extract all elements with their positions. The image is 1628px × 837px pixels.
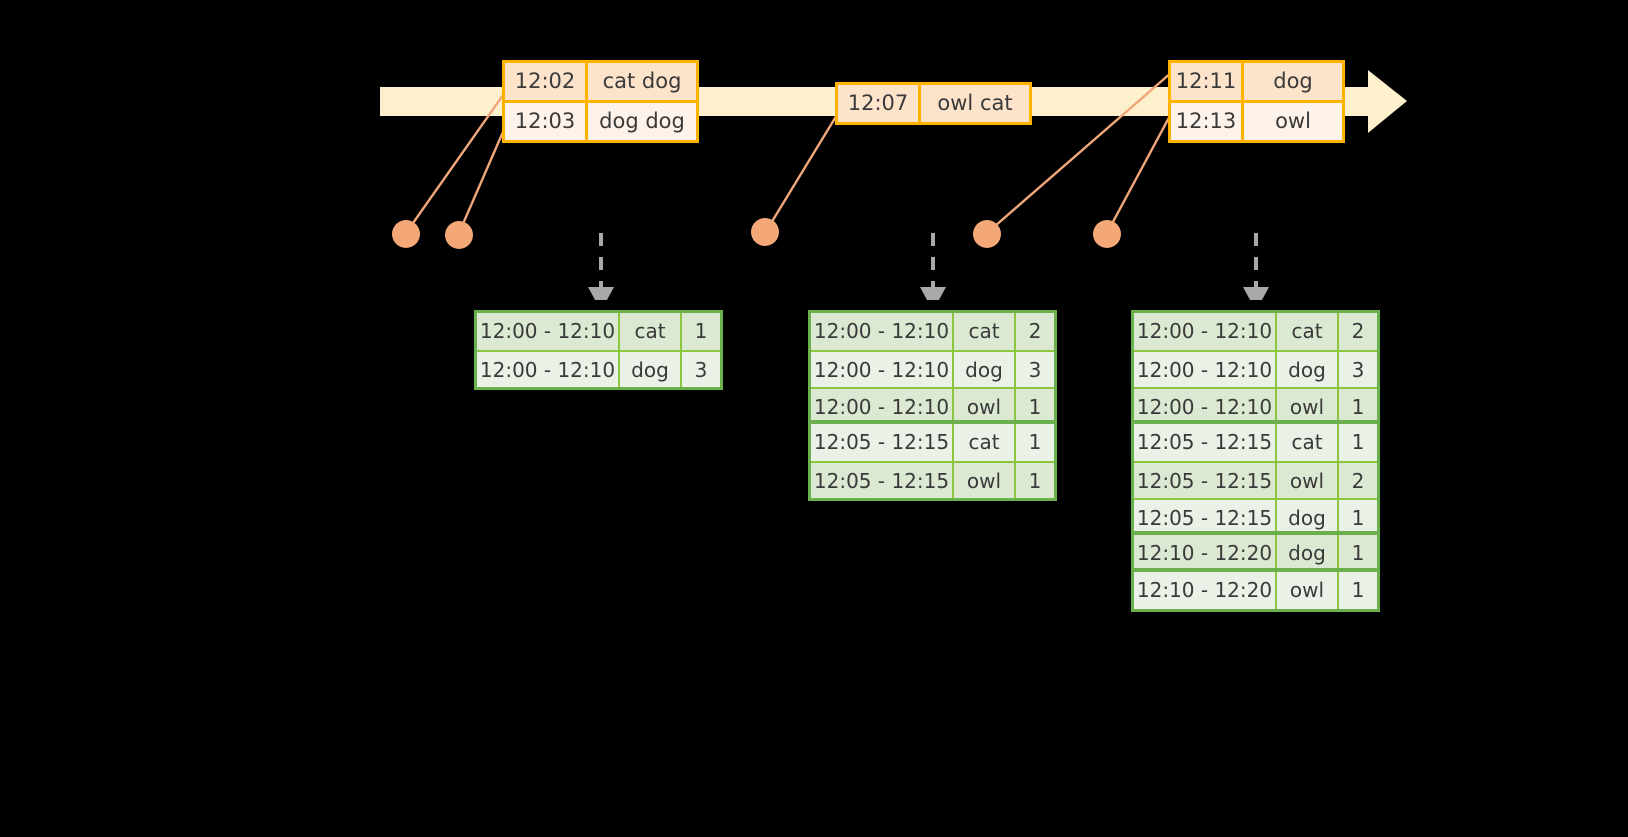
cell-window: 12:00 - 12:10 — [811, 352, 954, 387]
cell-count: 1 — [1028, 395, 1042, 419]
cell-key: cat — [954, 424, 1016, 461]
cell-window: 12:00 - 12:10 — [1134, 313, 1277, 350]
table-row[interactable]: 12:10 - 12:20 owl 1 — [1134, 572, 1377, 609]
cell-count: 1 — [1351, 578, 1365, 602]
cell-count: 1 — [1028, 469, 1042, 493]
cell-window: 12:05 - 12:15 — [811, 463, 954, 498]
cell-window: 12:00 - 12:10 — [811, 389, 954, 420]
event-dot-12-07 — [751, 218, 779, 246]
table-row[interactable]: 12:00 - 12:10 dog 3 — [1134, 350, 1377, 387]
event-row[interactable]: 12:11 dog — [1171, 63, 1342, 100]
event-row[interactable]: 12:07 owl cat — [838, 85, 1029, 122]
event-words: dog dog — [599, 109, 685, 133]
emit-arrowhead-3 — [1243, 287, 1269, 300]
emit-arrowhead-2 — [920, 287, 946, 300]
connector-12-07 — [763, 104, 845, 234]
cell-key: owl — [954, 389, 1016, 420]
table-row[interactable]: 12:05 - 12:15 cat 1 — [1134, 424, 1377, 461]
cell-key: owl — [954, 463, 1016, 498]
table-row[interactable]: 12:00 - 12:10 dog 3 — [477, 350, 720, 387]
connector-12-03 — [457, 124, 508, 234]
table-row[interactable]: 12:00 - 12:10 dog 3 — [811, 350, 1054, 387]
cell-count: 3 — [1028, 358, 1042, 382]
table-row[interactable]: 12:00 - 12:10 cat 1 — [477, 313, 720, 350]
cell-key: dog — [1277, 352, 1339, 387]
result-table-3[interactable]: 12:00 - 12:10 cat 2 12:00 - 12:10 dog 3 … — [1131, 310, 1380, 612]
event-row[interactable]: 12:02 cat dog — [505, 63, 696, 100]
cell-window: 12:05 - 12:15 — [1134, 500, 1277, 531]
result-table-2[interactable]: 12:00 - 12:10 cat 2 12:00 - 12:10 dog 3 … — [808, 310, 1057, 501]
cell-key: owl — [1277, 389, 1339, 420]
event-dot-12-03 — [445, 221, 473, 249]
connector-12-02 — [405, 87, 509, 234]
connector-12-11 — [986, 71, 1173, 234]
cell-window: 12:05 - 12:15 — [811, 424, 954, 461]
cell-key: cat — [954, 313, 1016, 350]
event-words: owl — [1275, 109, 1311, 133]
cell-count: 2 — [1351, 469, 1365, 493]
cell-count: 1 — [1028, 430, 1042, 454]
cell-window: 12:10 - 12:20 — [1134, 535, 1277, 568]
event-words: owl cat — [937, 91, 1013, 115]
event-dot-12-13 — [1093, 220, 1121, 248]
timeline-graphic — [380, 70, 1407, 300]
cell-count: 3 — [694, 358, 708, 382]
event-group-2[interactable]: 12:07 owl cat — [835, 82, 1032, 125]
result-table-1[interactable]: 12:00 - 12:10 cat 1 12:00 - 12:10 dog 3 — [474, 310, 723, 390]
event-dot-12-11 — [973, 220, 1001, 248]
cell-window: 12:00 - 12:10 — [1134, 389, 1277, 420]
event-words: cat dog — [602, 69, 682, 93]
cell-window: 12:05 - 12:15 — [1134, 463, 1277, 498]
table-row[interactable]: 12:00 - 12:10 owl 1 — [811, 387, 1054, 424]
cell-window: 12:00 - 12:10 — [1134, 352, 1277, 387]
event-row[interactable]: 12:03 dog dog — [505, 100, 696, 140]
cell-window: 12:05 - 12:15 — [1134, 424, 1277, 461]
event-group-3[interactable]: 12:11 dog 12:13 owl — [1168, 60, 1345, 143]
cell-window: 12:10 - 12:20 — [1134, 572, 1277, 609]
event-group-1[interactable]: 12:02 cat dog 12:03 dog dog — [502, 60, 699, 143]
event-time: 12:13 — [1171, 103, 1244, 140]
cell-count: 1 — [1351, 430, 1365, 454]
cell-key: cat — [1277, 424, 1339, 461]
table-row[interactable]: 12:00 - 12:10 owl 1 — [1134, 387, 1377, 424]
cell-count: 2 — [1351, 319, 1365, 343]
emit-arrowhead-1 — [588, 287, 614, 300]
table-row[interactable]: 12:00 - 12:10 cat 2 — [811, 313, 1054, 350]
cell-count: 2 — [1028, 319, 1042, 343]
cell-key: dog — [1277, 500, 1339, 531]
cell-key: cat — [1277, 313, 1339, 350]
cell-window: 12:00 - 12:10 — [811, 313, 954, 350]
cell-window: 12:00 - 12:10 — [477, 352, 620, 387]
cell-count: 1 — [1351, 506, 1365, 530]
cell-key: cat — [620, 313, 682, 350]
cell-count: 1 — [694, 319, 708, 343]
table-row[interactable]: 12:05 - 12:15 cat 1 — [811, 424, 1054, 461]
cell-count: 1 — [1351, 395, 1365, 419]
event-words: dog — [1273, 69, 1313, 93]
cell-count: 3 — [1351, 358, 1365, 382]
cell-key: dog — [1277, 535, 1339, 568]
event-time: 12:07 — [838, 85, 921, 122]
cell-key: dog — [620, 352, 682, 387]
table-row[interactable]: 12:00 - 12:10 cat 2 — [1134, 313, 1377, 350]
cell-count: 1 — [1351, 541, 1365, 565]
event-time: 12:02 — [505, 63, 588, 100]
event-time: 12:03 — [505, 103, 588, 140]
connector-12-13 — [1105, 111, 1174, 234]
timeline-arrowhead — [1368, 70, 1407, 133]
event-dot-12-02 — [392, 220, 420, 248]
cell-key: owl — [1277, 572, 1339, 609]
cell-key: owl — [1277, 463, 1339, 498]
event-row[interactable]: 12:13 owl — [1171, 100, 1342, 140]
cell-key: dog — [954, 352, 1016, 387]
table-row[interactable]: 12:05 - 12:15 dog 1 — [1134, 498, 1377, 535]
cell-window: 12:00 - 12:10 — [477, 313, 620, 350]
table-row[interactable]: 12:05 - 12:15 owl 1 — [811, 461, 1054, 498]
event-time: 12:11 — [1171, 63, 1244, 100]
table-row[interactable]: 12:10 - 12:20 dog 1 — [1134, 535, 1377, 572]
table-row[interactable]: 12:05 - 12:15 owl 2 — [1134, 461, 1377, 498]
